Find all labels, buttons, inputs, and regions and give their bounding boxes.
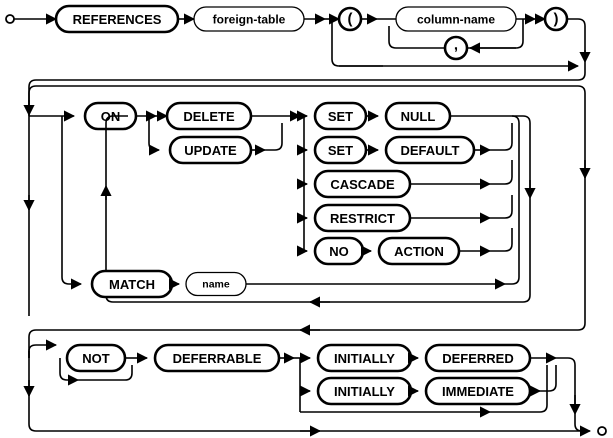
row-references: REFERENCES foreign-table ( column-name: [5, 4, 591, 117]
track-actions-out-right: [512, 115, 531, 195]
token-deferrable: DEFERRABLE: [153, 343, 281, 373]
track-row3-to-end: [574, 414, 592, 437]
track-default-merge-up: [490, 123, 513, 151]
track-on-group-loopback: [113, 198, 531, 303]
row-deferrable: NOT DEFERRABLE INITIALLY DEFERRED: [23, 339, 607, 437]
track-action-merge-up: [490, 228, 513, 252]
track-comma-loop-right: [467, 19, 524, 49]
token-initially-deferred: INITIALLY DEFERRED: [316, 343, 532, 373]
token-comma: ,: [443, 35, 469, 61]
token-update: UPDATE: [168, 135, 253, 165]
token-not: NOT: [65, 343, 127, 373]
track-not-skip-right: [78, 365, 133, 381]
row-on-match: ON DELETE UPDATE SET: [23, 85, 591, 350]
token-action-label: ACTION: [394, 244, 444, 259]
token-deferred-label: DEFERRED: [442, 351, 514, 366]
token-name: name: [185, 271, 247, 297]
track-to-match: [61, 116, 83, 290]
token-foreign-table: foreign-table: [193, 6, 305, 32]
token-lparen-label: (: [348, 11, 353, 28]
token-references-label: REFERENCES: [73, 12, 162, 27]
track-to-update: [148, 116, 161, 156]
token-set-default: SET DEFAULT: [313, 135, 476, 165]
token-rparen-label: ): [554, 11, 559, 28]
token-default-label: DEFAULT: [401, 143, 460, 158]
token-update-label: UPDATE: [184, 143, 237, 158]
track-deferrable-bypass: [28, 350, 588, 432]
start-marker-icon: [5, 14, 15, 24]
track-update-merge-up: [265, 123, 283, 151]
token-set-null: SET NULL: [313, 101, 452, 131]
token-initially-1-label: INITIALLY: [334, 351, 395, 366]
track-immediate-merge-up: [540, 365, 557, 392]
token-no-label: NO: [329, 244, 349, 259]
track-comma-loop-left: [388, 26, 445, 49]
track-cascade-merge-up: [490, 160, 513, 185]
token-match-label: MATCH: [109, 277, 155, 292]
track-skip-columnlist-down: [331, 19, 383, 67]
track-on-group-loop-to-on: [105, 115, 128, 186]
token-foreign-table-label: foreign-table: [213, 13, 286, 27]
track-row3-out-right: [556, 357, 576, 410]
token-deferrable-label: DEFERRABLE: [173, 351, 262, 366]
token-cascade-label: CASCADE: [330, 177, 395, 192]
token-name-label: name: [202, 279, 230, 291]
token-restrict-label: RESTRICT: [330, 211, 395, 226]
token-not-label: NOT: [82, 351, 110, 366]
token-delete: DELETE: [165, 101, 253, 131]
token-column-name: column-name: [395, 6, 517, 32]
track-restrict-merge-up: [490, 195, 513, 219]
token-rparen: ): [543, 6, 569, 32]
end-marker-icon: [597, 426, 607, 436]
token-column-name-label: column-name: [417, 13, 495, 27]
token-initially-immediate: INITIALLY IMMEDIATE: [316, 376, 532, 406]
token-cascade: CASCADE: [313, 169, 412, 199]
track-row1-to-row2: [28, 62, 586, 110]
token-set-1-label: SET: [328, 109, 353, 124]
track-to-not: [28, 339, 58, 358]
token-null-label: NULL: [401, 109, 436, 124]
track-row2-group-outer: [28, 93, 586, 350]
token-initially-2-label: INITIALLY: [334, 384, 395, 399]
token-immediate-label: IMMEDIATE: [442, 384, 514, 399]
token-match: MATCH: [90, 269, 174, 299]
track-match-merge-up: [505, 264, 520, 285]
track-row2-group-outer-top: [28, 85, 586, 116]
track-not-skip-left: [59, 358, 80, 386]
track-match-rail-up: [511, 115, 520, 264]
token-lparen: (: [337, 6, 363, 32]
token-set-2-label: SET: [328, 143, 353, 158]
track-row1-exit-right: [567, 18, 586, 59]
token-references: REFERENCES: [54, 4, 180, 34]
token-comma-label: ,: [454, 37, 458, 54]
track-initially-skip-up: [490, 365, 548, 413]
token-no-action: NO ACTION: [313, 236, 461, 266]
token-delete-label: DELETE: [183, 109, 235, 124]
token-restrict: RESTRICT: [313, 203, 412, 233]
